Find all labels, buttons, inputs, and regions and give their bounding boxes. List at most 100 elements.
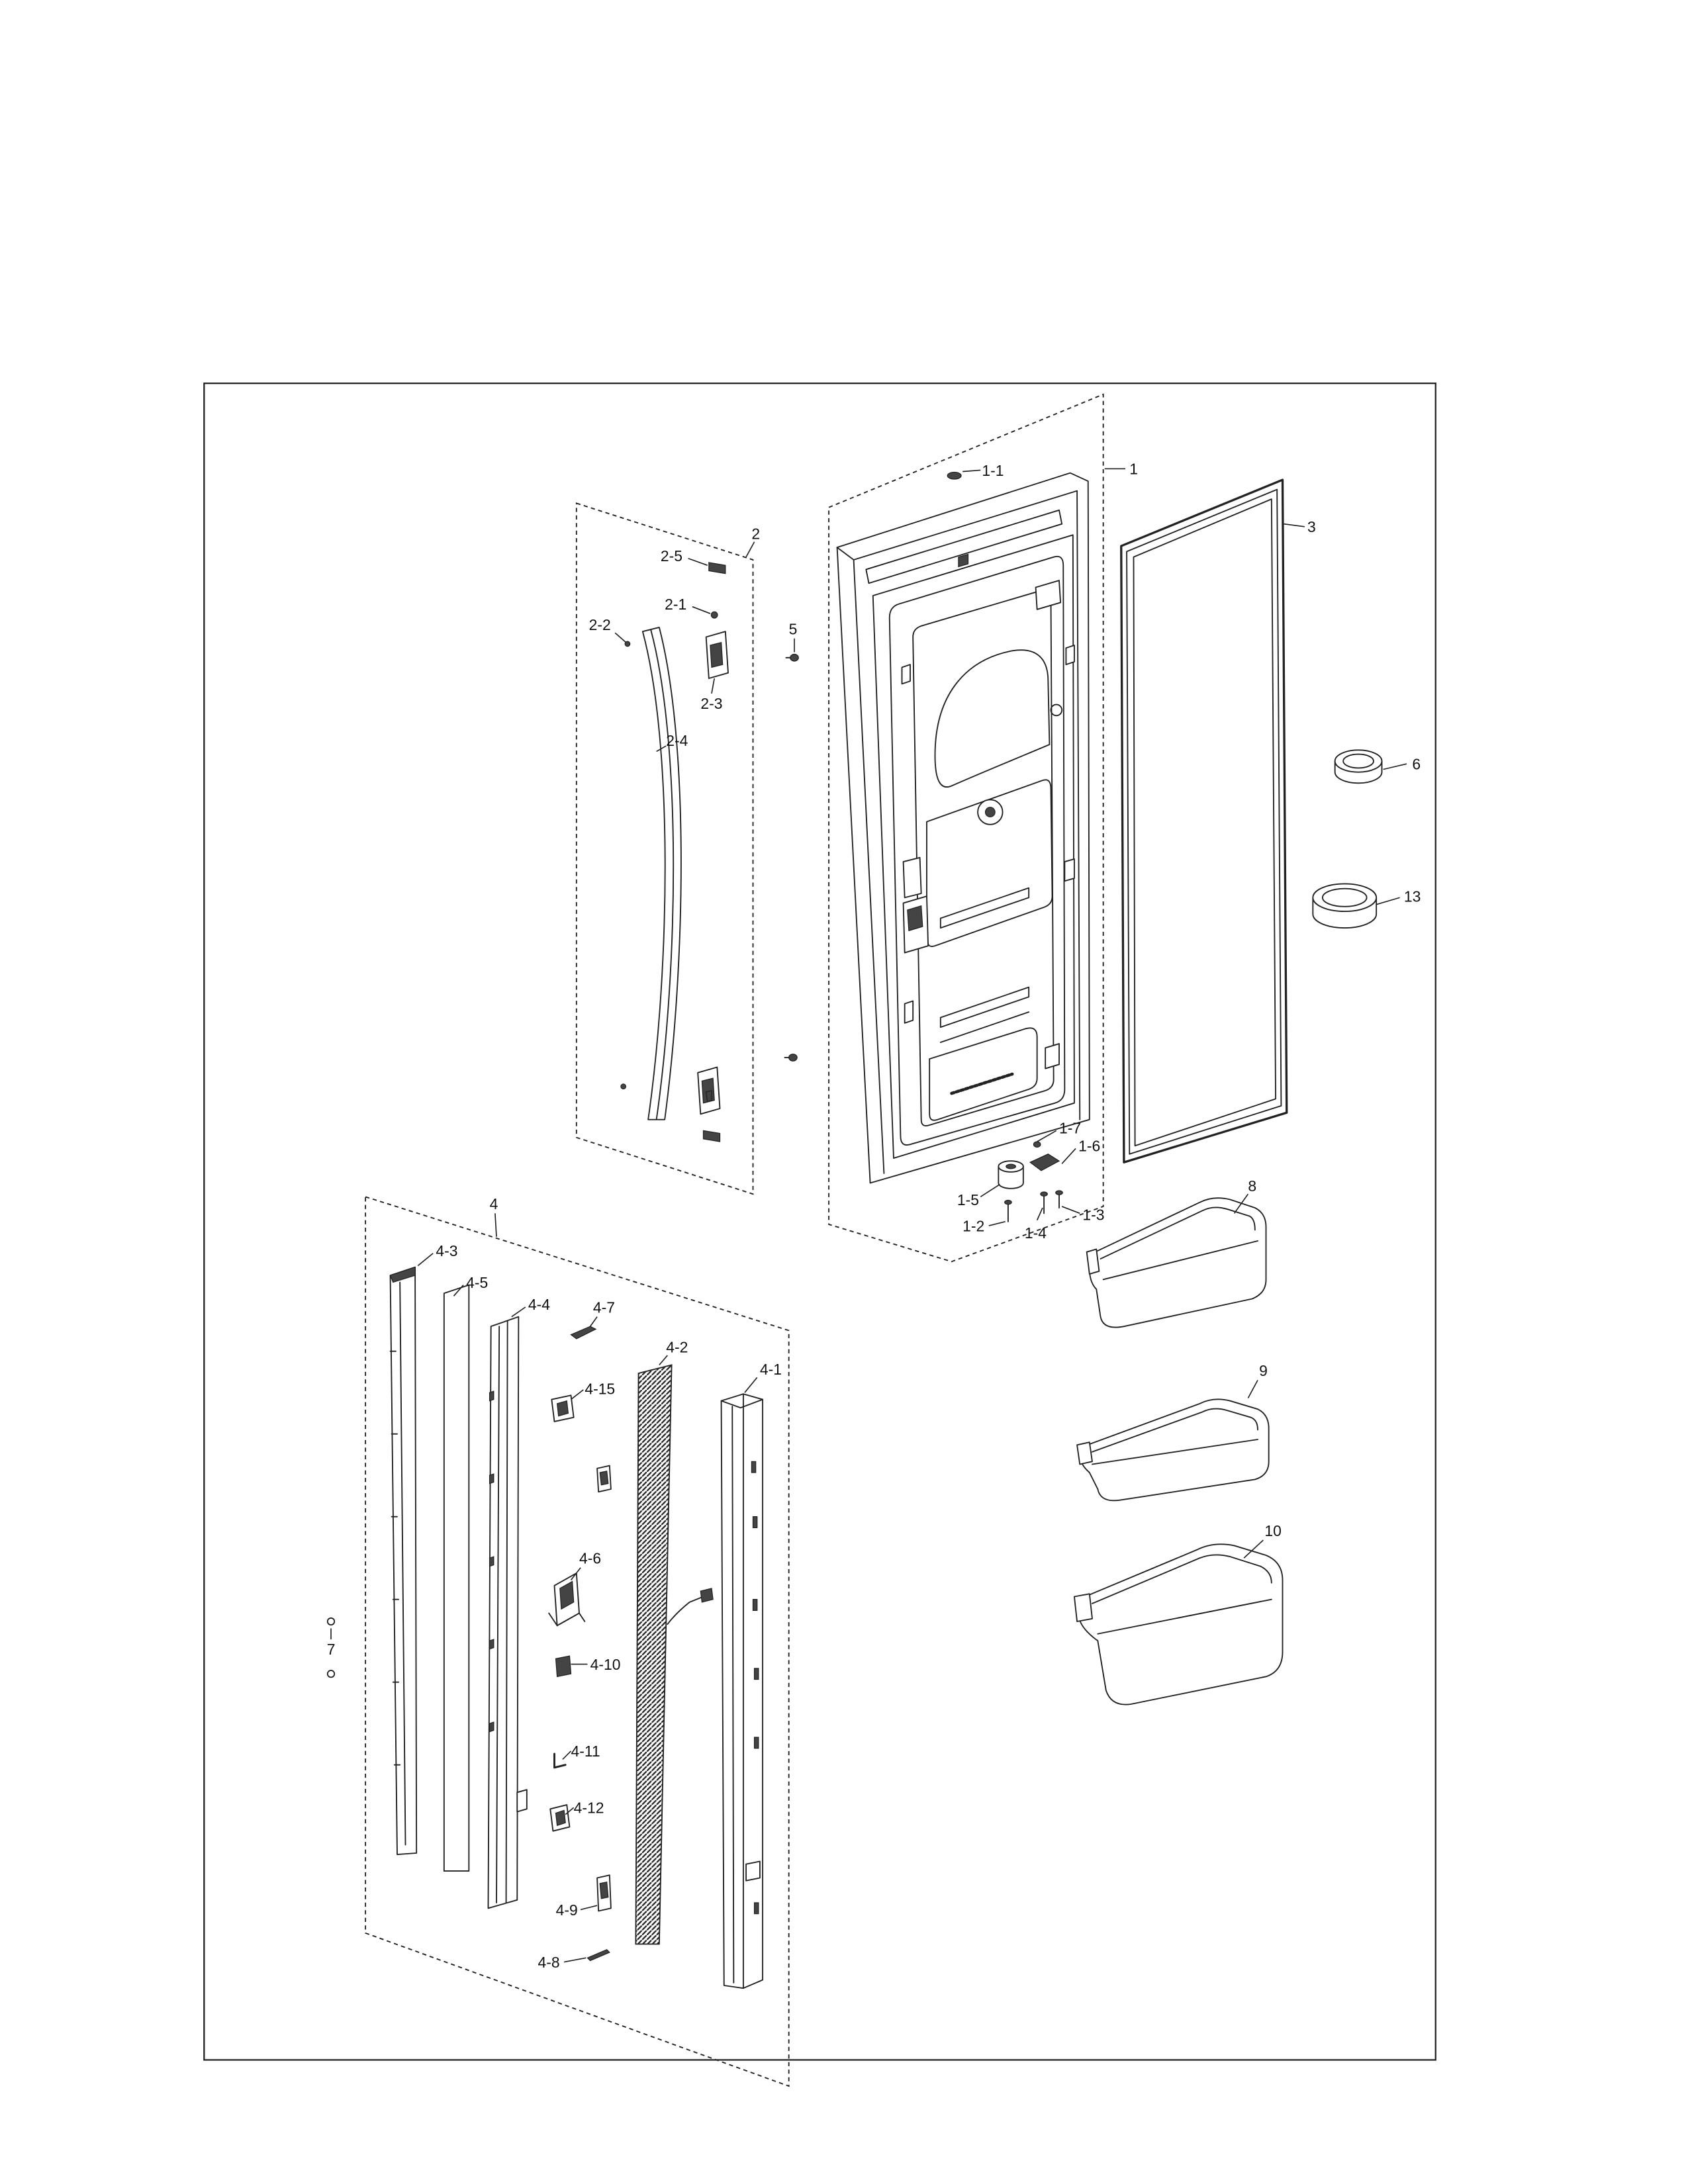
callout-2-5: 2-5 <box>661 547 682 565</box>
callout-3: 3 <box>1307 518 1316 535</box>
part-4-5-strip <box>443 1284 470 1872</box>
part-1-1-cap <box>947 471 962 480</box>
callout-1-2: 1-2 <box>962 1217 984 1234</box>
screw-head <box>1055 1190 1063 1195</box>
part-7-marker <box>326 1617 336 1678</box>
part-4-1-channel <box>720 1393 764 1989</box>
gasket-inner <box>1133 498 1277 1147</box>
part-2-4-handle <box>641 626 682 1120</box>
strip-notches <box>389 1350 401 1766</box>
strip-cap <box>389 1266 416 1283</box>
door-shelf-rib <box>939 986 1030 1028</box>
lower-clip <box>702 1130 721 1142</box>
handle-highlight <box>650 629 675 1120</box>
bin-rim <box>1100 1206 1256 1260</box>
ring-opening <box>1321 887 1368 907</box>
door-upper-bulge <box>934 649 1051 788</box>
strip-channel <box>496 1320 508 1903</box>
bin-front-edge <box>1092 1439 1258 1465</box>
door-rail-clip <box>901 664 911 685</box>
door-top-cap <box>865 509 1063 584</box>
lower-pin <box>620 1083 627 1090</box>
part-4-6-bracket <box>548 1572 586 1627</box>
part-1-3-screw <box>1055 1190 1063 1208</box>
part-4-4-strip <box>487 1316 528 1909</box>
part-3-gasket <box>1120 478 1288 1163</box>
bin-rim <box>1092 1408 1258 1453</box>
handle-body <box>641 626 682 1120</box>
part-2-2-pin <box>624 641 631 647</box>
door-bottom-marking <box>950 1072 1014 1095</box>
callout-4-12: 4-12 <box>574 1799 604 1817</box>
callout-4: 4 <box>490 1195 498 1212</box>
screw-head <box>1004 1199 1012 1205</box>
callout-1-4: 1-4 <box>1025 1224 1047 1242</box>
part-5-screw <box>784 1054 798 1062</box>
channel-slots <box>751 1461 759 1915</box>
door-inner-liner <box>888 555 1066 1146</box>
callout-4-8: 4-8 <box>538 1954 560 1971</box>
part-5-screw <box>785 653 799 662</box>
callout-6: 6 <box>1412 756 1421 773</box>
part-1-4-screw <box>1040 1191 1048 1214</box>
door-edge-line <box>836 490 1081 1174</box>
door-shelf-rib <box>939 887 1030 929</box>
callout-1-5: 1-5 <box>957 1191 979 1208</box>
part-4-2-heater-strip <box>635 1364 714 1945</box>
callout-1-3: 1-3 <box>1082 1206 1104 1224</box>
callout-4-1: 4-1 <box>760 1361 782 1378</box>
callout-4-5: 4-5 <box>466 1274 488 1291</box>
part-4-3-strip <box>389 1266 418 1856</box>
group-2-outline <box>575 502 754 1195</box>
door-rail-clip <box>1045 1043 1060 1069</box>
drawing-frame <box>203 383 1436 2061</box>
strip-channel <box>399 1281 406 1846</box>
bin-front-edge <box>1102 1240 1258 1281</box>
group-1-outline <box>828 393 1104 1263</box>
callout-4-2: 4-2 <box>666 1339 688 1356</box>
leader-lines <box>417 468 1407 1963</box>
callout-10: 10 <box>1264 1522 1281 1539</box>
block-insert <box>599 1882 609 1899</box>
door-assembly <box>836 472 1090 1184</box>
part-4-15-clip <box>551 1394 575 1422</box>
group-4-outline <box>365 1196 790 2087</box>
bin-tab <box>1086 1248 1100 1275</box>
channel-lines <box>720 1393 764 1989</box>
part-4-7-clip <box>570 1326 597 1340</box>
lower-screw <box>705 1090 712 1103</box>
callout-2: 2 <box>751 525 760 543</box>
bin-tab <box>1073 1593 1093 1622</box>
callout-8: 8 <box>1248 1177 1256 1195</box>
part-10-door-bin <box>1073 1543 1284 1706</box>
door-top-tab <box>958 553 969 568</box>
screw-head <box>1040 1191 1048 1197</box>
callout-1-7: 1-7 <box>1059 1120 1081 1137</box>
bin-front-edge <box>1097 1598 1272 1635</box>
callout-2-3: 2-3 <box>700 695 722 712</box>
screw-head <box>788 1054 798 1062</box>
part-1-6-plate <box>1029 1154 1060 1171</box>
bracket-insert <box>710 642 724 668</box>
strip-body <box>487 1316 520 1909</box>
callout-4-15: 4-15 <box>585 1380 615 1397</box>
channel-bracket <box>745 1860 761 1882</box>
door-rail-clip <box>904 1000 914 1024</box>
clip-insert <box>556 1400 569 1417</box>
part-4-11-spring <box>553 1752 567 1769</box>
bin-body <box>1088 1197 1267 1328</box>
gasket-outer <box>1120 478 1288 1163</box>
clip-insert <box>555 1809 566 1827</box>
part-9-door-bin <box>1076 1398 1270 1502</box>
door-rail-clip <box>1064 858 1075 882</box>
callout-5: 5 <box>789 620 798 637</box>
bin-body <box>1078 1543 1284 1706</box>
callout-4-4: 4-4 <box>528 1296 550 1313</box>
ring-top <box>1334 749 1383 773</box>
callout-2-2: 2-2 <box>589 616 611 633</box>
callout-13: 13 <box>1404 888 1421 905</box>
callout-1: 1 <box>1129 461 1138 478</box>
door-rail-hole <box>1050 704 1063 717</box>
bin-body <box>1079 1398 1270 1502</box>
part-6-ring <box>1334 749 1383 784</box>
